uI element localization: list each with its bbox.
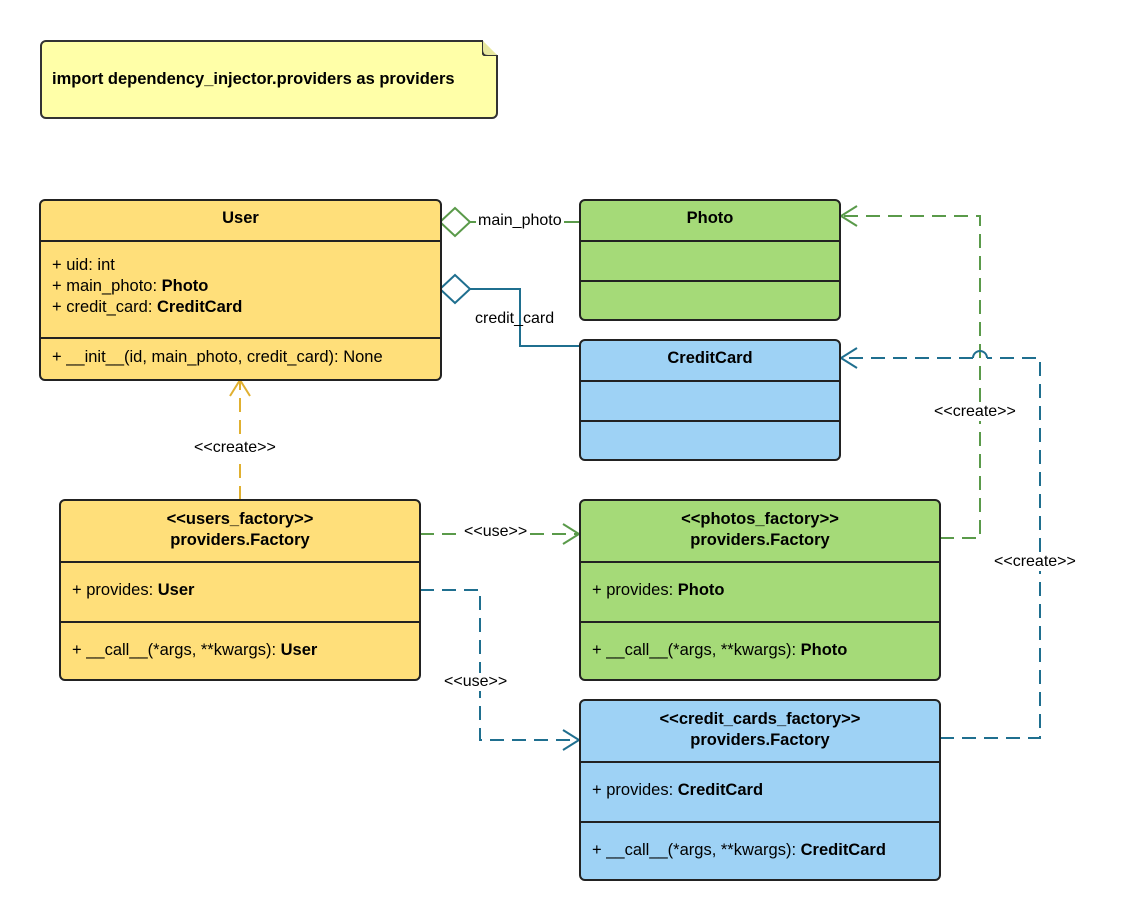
photo-attributes (581, 240, 839, 280)
photos-factory-call: + __call__(*args, **kwargs): Photo (592, 641, 848, 659)
photos-factory-header: <<photos_factory>> providers.Factory (581, 501, 939, 561)
user-class-title: User (222, 209, 259, 227)
create-photo-dependency (839, 205, 981, 539)
credit-cards-factory-header: <<credit_cards_factory>> providers.Facto… (581, 701, 939, 761)
create-credit-card-label: <<create>> (992, 553, 1078, 571)
credit-card-methods (581, 420, 839, 459)
credit-card-class-title: CreditCard (667, 349, 753, 367)
photos-factory-methods: + __call__(*args, **kwargs): Photo (581, 621, 939, 679)
photo-class-header: Photo (581, 201, 839, 240)
credit-cards-factory-attributes: + provides: CreditCard (581, 761, 939, 821)
import-note: import dependency_injector.providers as … (40, 40, 498, 119)
user-class-header: User (41, 201, 440, 240)
users-factory-call: + __call__(*args, **kwargs): User (72, 641, 318, 659)
photos-factory-provides: + provides: Photo (592, 581, 725, 599)
credit-card-attributes (581, 380, 839, 420)
credit-card-class[interactable]: CreditCard (579, 339, 841, 461)
user-attributes: + uid: int + main_photo: Photo + credit_… (41, 240, 440, 337)
credit-cards-factory-title: providers.Factory (690, 731, 830, 749)
use-photos-label: <<use>> (462, 523, 530, 541)
credit-cards-factory-call: + __call__(*args, **kwargs): CreditCard (592, 841, 886, 859)
use-credit-cards-label: <<use>> (442, 673, 510, 691)
photo-methods (581, 280, 839, 319)
credit-card-aggregation (438, 273, 580, 347)
credit-card-class-header: CreditCard (581, 341, 839, 380)
method-init: + __init__(id, main_photo, credit_card):… (52, 348, 383, 366)
users-factory-provides: + provides: User (72, 581, 195, 599)
credit-card-label: credit_card (475, 310, 555, 327)
user-class[interactable]: User + uid: int + main_photo: Photo + cr… (39, 199, 442, 381)
users-factory-attributes: + provides: User (61, 561, 419, 621)
credit-cards-factory-methods: + __call__(*args, **kwargs): CreditCard (581, 821, 939, 879)
photos-factory-attributes: + provides: Photo (581, 561, 939, 621)
attribute-uid: + uid: int (52, 256, 115, 274)
main-photo-label: main_photo (476, 212, 564, 230)
users-factory-class[interactable]: <<users_factory>> providers.Factory + pr… (59, 499, 421, 681)
create-credit-card-dependency (839, 347, 1041, 739)
photos-factory-title: providers.Factory (690, 531, 830, 549)
create-photo-label: <<create>> (932, 403, 1018, 421)
note-fold-icon (482, 40, 498, 56)
users-factory-header: <<users_factory>> providers.Factory (61, 501, 419, 561)
users-factory-methods: + __call__(*args, **kwargs): User (61, 621, 419, 679)
photo-class-title: Photo (686, 209, 734, 227)
attribute-main-photo: + main_photo: Photo (52, 277, 209, 295)
create-user-label: <<create>> (192, 439, 278, 457)
photos-factory-stereotype: <<photos_factory>> (681, 510, 839, 528)
credit-cards-factory-provides: + provides: CreditCard (592, 781, 764, 799)
import-note-text: import dependency_injector.providers as … (52, 70, 455, 88)
attribute-credit-card: + credit_card: CreditCard (52, 298, 243, 316)
users-factory-stereotype: <<users_factory>> (166, 510, 314, 528)
photos-factory-class[interactable]: <<photos_factory>> providers.Factory + p… (579, 499, 941, 681)
user-methods: + __init__(id, main_photo, credit_card):… (41, 337, 440, 379)
users-factory-title: providers.Factory (170, 531, 310, 549)
credit-cards-factory-class[interactable]: <<credit_cards_factory>> providers.Facto… (579, 699, 941, 881)
credit-cards-factory-stereotype: <<credit_cards_factory>> (659, 710, 861, 728)
photo-class[interactable]: Photo (579, 199, 841, 321)
use-credit-cards-dependency (420, 589, 581, 751)
